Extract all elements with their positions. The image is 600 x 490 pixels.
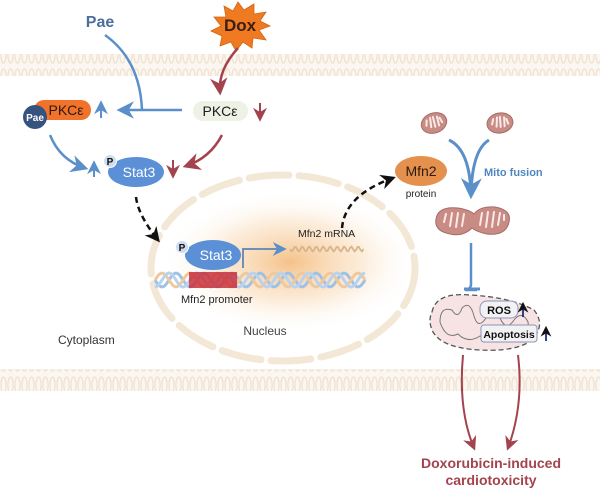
outcome-line-2: cardiotoxicity: [445, 472, 536, 488]
mito-fusion-label: Mito fusion: [484, 167, 543, 179]
nucleus: [147, 171, 420, 365]
pkc-bound-label: PKCε: [48, 102, 83, 118]
damage-to-outcome-arrow-left: [460, 354, 477, 451]
stat3-cyto-oval: [108, 157, 164, 187]
mfn2-promoter-label: Mfn2 promoter: [181, 294, 253, 306]
dox-star-shape: [210, 1, 272, 52]
mfn2-promoter-region: [189, 272, 237, 288]
pkc-free-to-stat3-arrow: [182, 134, 224, 170]
outcome-line-1: Doxorubicin-induced: [421, 455, 561, 471]
stat3-cyto-label: Stat3: [123, 164, 156, 180]
dox-label: Dox: [224, 16, 257, 35]
phospho-label-nuclear: P: [179, 243, 186, 254]
pkc-bound-to-stat3-arrow: [48, 134, 89, 173]
nuclear-envelope: [147, 171, 419, 365]
top-membrane: [0, 54, 600, 76]
apoptosis-badge: Apoptosis: [480, 324, 538, 343]
mfn2-protein-label: Mfn2: [405, 163, 436, 179]
ros-label: ROS: [487, 305, 511, 317]
pae-to-pkc-arrow: [104, 33, 144, 111]
dox-to-pkc-arrow: [210, 47, 239, 96]
mitochondrion-right: [486, 112, 514, 134]
mfn2-oval: [395, 156, 447, 186]
phospho-label-cyto: P: [107, 157, 114, 168]
mfn2-mrna-label: Mfn2 mRNA: [298, 228, 355, 240]
ros-badge: ROS: [479, 300, 519, 319]
stat3-nuclear-label: Stat3: [200, 247, 233, 263]
nucleus-label: Nucleus: [243, 324, 286, 338]
phospho-badge-cyto: [103, 154, 117, 168]
mfn2-mrna-strand: [289, 245, 365, 253]
bottom-membrane: [0, 369, 600, 391]
stat3-cytoplasmic: Stat3 P: [103, 154, 164, 187]
apoptosis-label: Apoptosis: [483, 329, 534, 341]
transcription-start-arrow: [242, 242, 287, 268]
pae-badge: [23, 105, 47, 129]
stat3-nuclear: Stat3 P: [175, 240, 241, 270]
pae-badge-label: Pae: [26, 113, 44, 124]
mfn2-protein: Mfn2 protein: [395, 156, 447, 200]
stat3-nuclear-oval: [185, 240, 241, 270]
phospho-badge-nuclear: [175, 240, 189, 254]
cytoplasm-label: Cytoplasm: [58, 333, 115, 347]
fusion-arrow: [448, 138, 489, 195]
pkc-free: PKCε: [193, 101, 248, 121]
protein-caption: protein: [406, 189, 437, 200]
nucleus-glow: [160, 190, 420, 334]
pae-bound-pkc: PKCε Pae: [23, 100, 91, 129]
mitochondrion-left: [420, 112, 448, 134]
translation-arrow: [340, 174, 396, 229]
pkc-free-label: PKCε: [202, 103, 237, 119]
stat3-translocation-arrow: [134, 196, 160, 243]
pkc-bound-pill: [34, 100, 91, 120]
damage-to-outcome-arrow-right: [505, 354, 521, 451]
dox-star: Dox: [210, 1, 272, 52]
pae-drug-label: Pae: [86, 14, 115, 31]
fusion-inhibits-damage: [464, 243, 477, 292]
pkc-free-pill: [193, 101, 248, 121]
fused-mitochondrion: [435, 206, 510, 236]
